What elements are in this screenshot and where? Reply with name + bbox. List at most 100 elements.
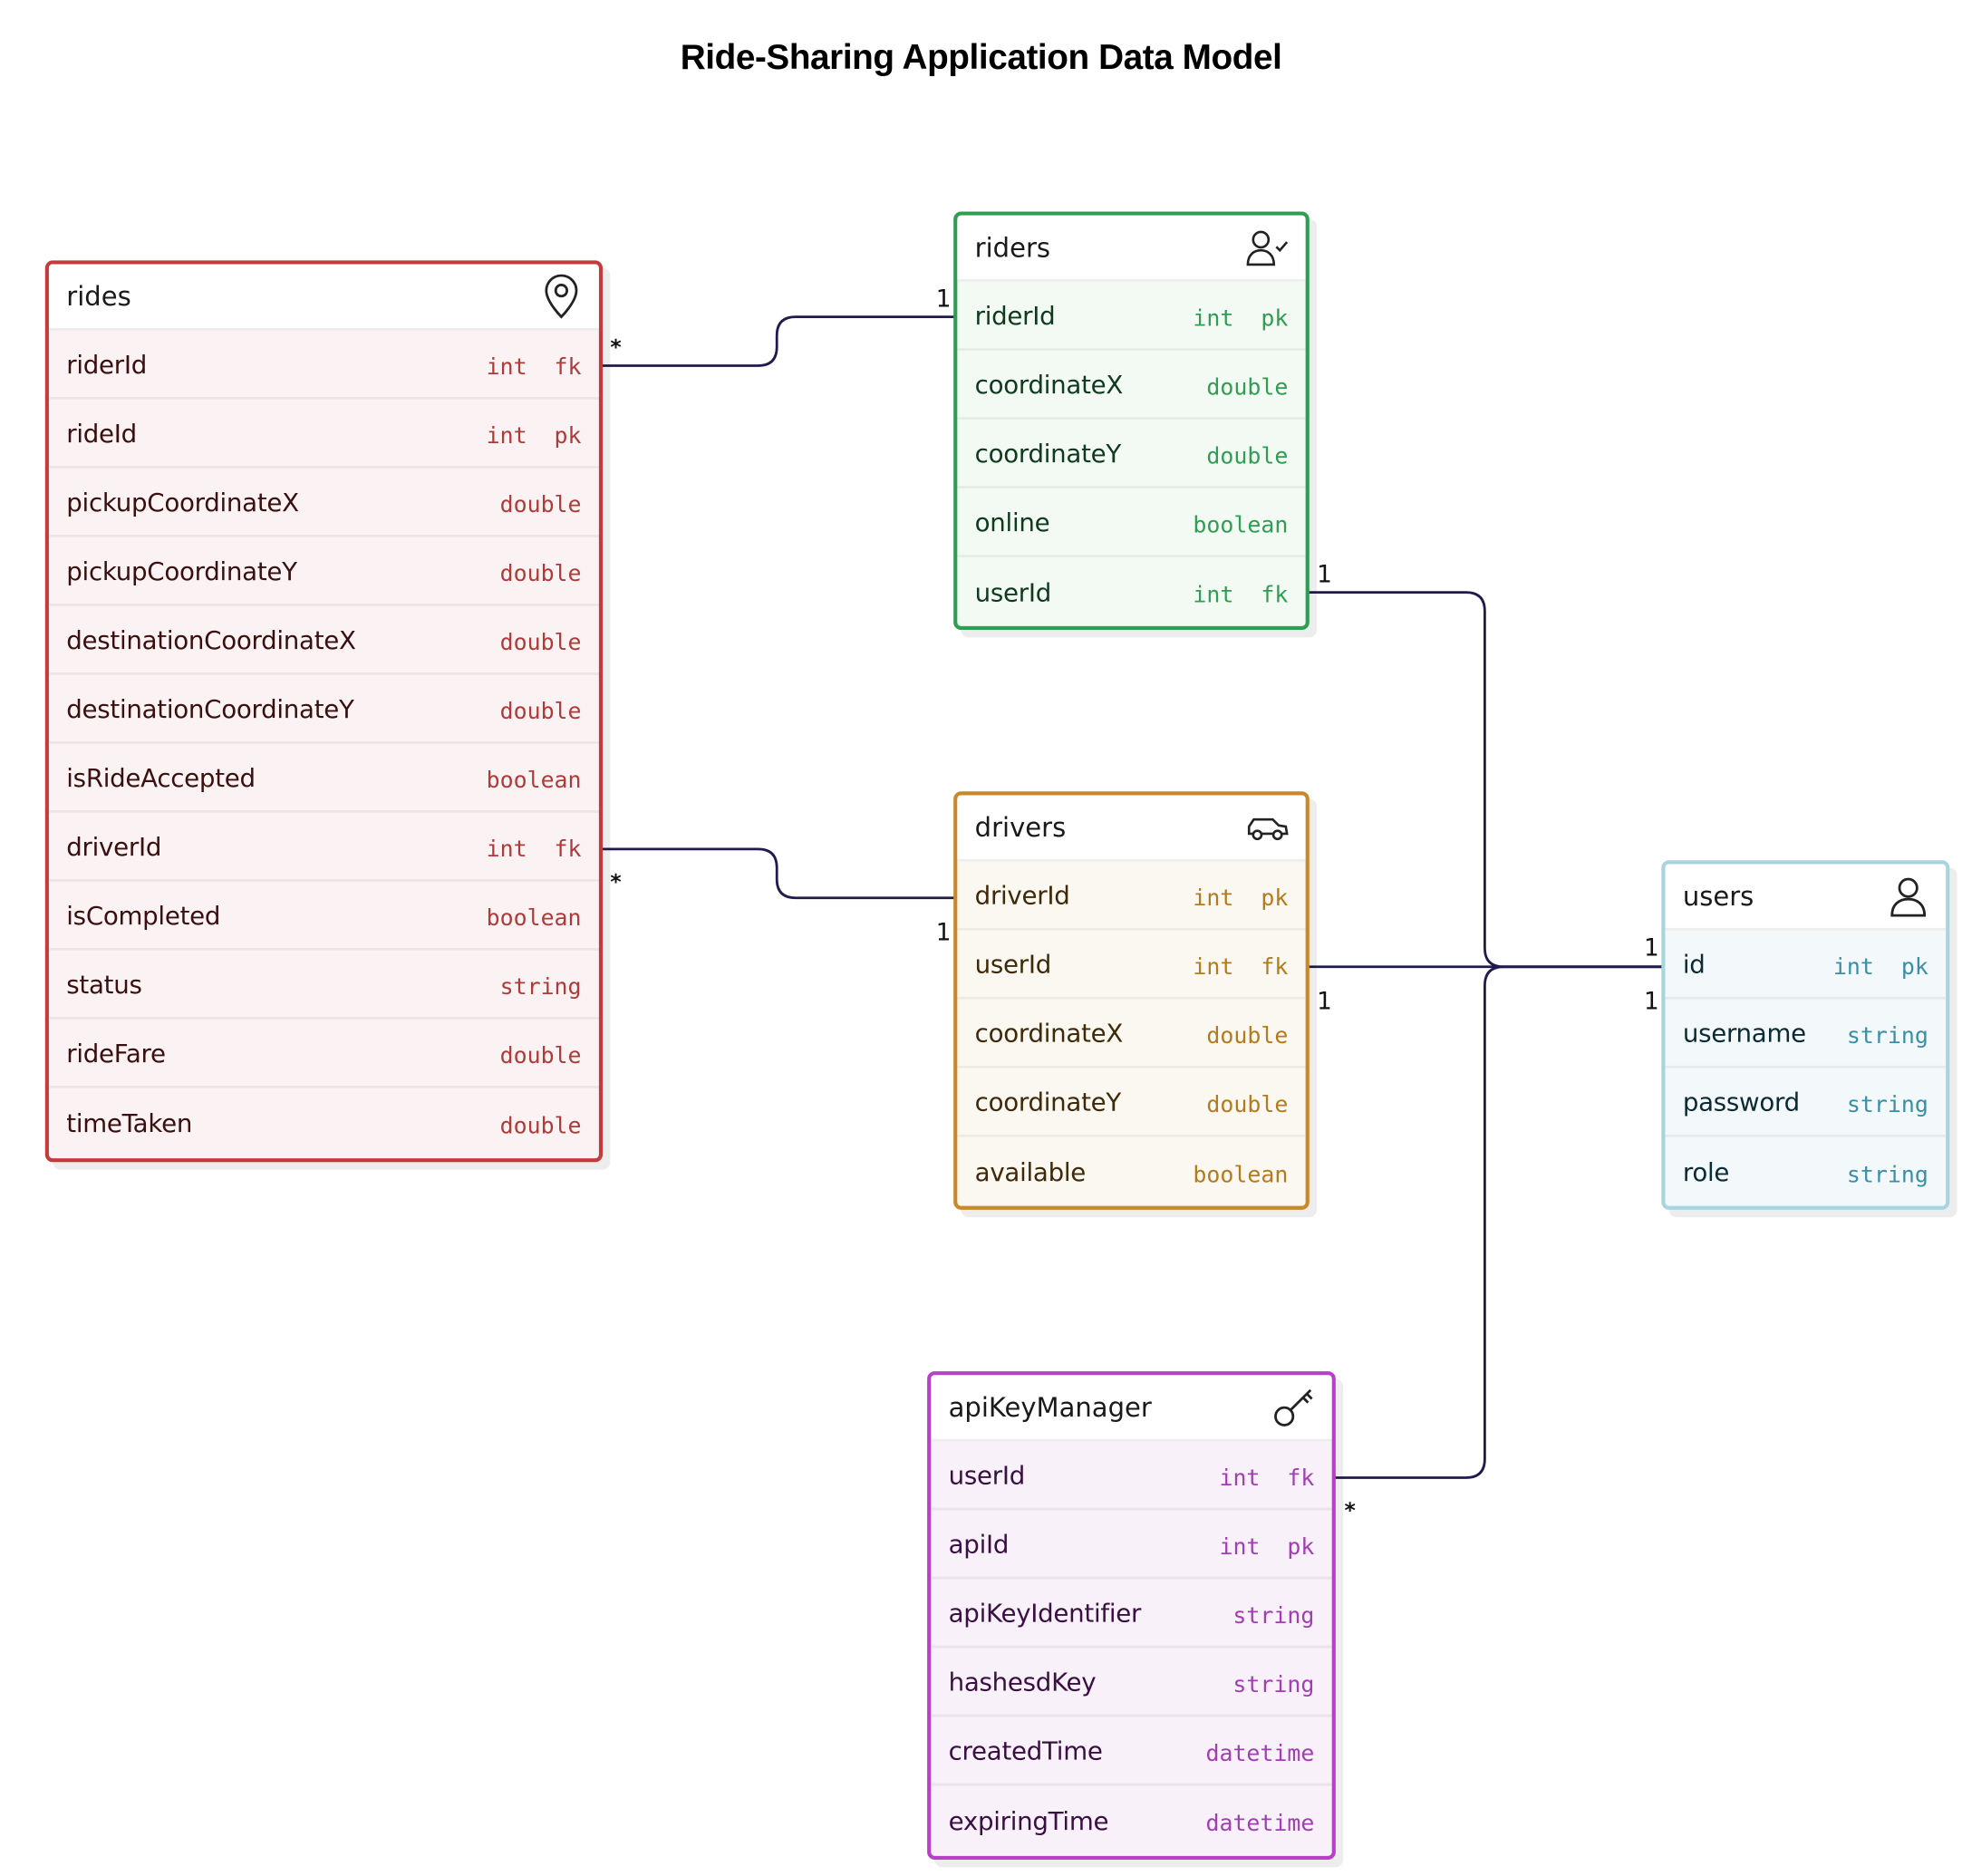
field-row[interactable]: coordinateY double bbox=[957, 1069, 1306, 1137]
field-type: boolean bbox=[1193, 1162, 1289, 1189]
link-apikey-users bbox=[1325, 965, 1671, 1479]
field-name: isRideAccepted bbox=[66, 761, 256, 792]
field-name: expiringTime bbox=[948, 1804, 1109, 1836]
field-name: createdTime bbox=[948, 1735, 1103, 1765]
cardinality-label: 1 bbox=[1643, 988, 1659, 1016]
field-name: rideId bbox=[66, 417, 137, 448]
field-type: string bbox=[1846, 1091, 1928, 1118]
cardinality-label: * bbox=[610, 870, 622, 895]
field-name: userId bbox=[974, 948, 1052, 979]
field-type: int pk bbox=[1193, 305, 1289, 333]
field-name: userId bbox=[974, 576, 1052, 607]
cardinality-label: 1 bbox=[1317, 561, 1332, 589]
field-name: destinationCoordinateX bbox=[66, 624, 356, 654]
field-row[interactable]: password string bbox=[1665, 1069, 1947, 1137]
field-name: coordinateY bbox=[974, 1086, 1122, 1117]
field-name: rideFare bbox=[66, 1037, 166, 1068]
cardinality-label: 1 bbox=[1643, 933, 1659, 962]
field-type: double bbox=[1206, 374, 1289, 401]
field-type: double bbox=[499, 1113, 582, 1140]
field-name: coordinateY bbox=[974, 437, 1122, 469]
field-name: driverId bbox=[66, 830, 162, 861]
cardinality-label: 1 bbox=[935, 919, 952, 947]
entity-name: rides bbox=[66, 281, 131, 312]
entity-header: rides bbox=[48, 264, 599, 331]
entity-header: users bbox=[1665, 864, 1947, 931]
field-row[interactable]: isCompleted boolean bbox=[48, 882, 599, 951]
field-name: apiId bbox=[948, 1528, 1010, 1559]
field-row[interactable]: coordinateX double bbox=[957, 1000, 1306, 1069]
cardinality-label: * bbox=[1344, 1499, 1356, 1524]
field-type: int fk bbox=[486, 836, 582, 864]
entity-name: drivers bbox=[974, 812, 1067, 843]
field-type: int pk bbox=[486, 423, 582, 450]
field-name: userId bbox=[948, 1459, 1026, 1490]
field-type: double bbox=[499, 699, 582, 726]
field-name: online bbox=[974, 506, 1050, 537]
field-type: double bbox=[499, 630, 582, 657]
field-type: boolean bbox=[486, 905, 582, 933]
field-name: password bbox=[1682, 1086, 1800, 1117]
field-name: username bbox=[1682, 1017, 1806, 1048]
field-row[interactable]: available boolean bbox=[957, 1137, 1305, 1206]
field-type: string bbox=[1846, 1162, 1928, 1189]
field-row[interactable]: pickupCoordinateX double bbox=[48, 469, 599, 537]
link-rides-drivers bbox=[591, 847, 962, 900]
field-type: double bbox=[1206, 1091, 1289, 1118]
field-type: int pk bbox=[1832, 953, 1928, 981]
field-type: int fk bbox=[1193, 582, 1289, 609]
field-row[interactable]: apiId int pk bbox=[931, 1510, 1332, 1580]
field-name: destinationCoordinateY bbox=[66, 692, 354, 723]
field-row[interactable]: driverId int fk bbox=[48, 813, 599, 882]
key-icon bbox=[1271, 1385, 1317, 1430]
cardinality-label: * bbox=[610, 335, 622, 361]
user-icon bbox=[1886, 874, 1931, 919]
field-name: coordinateX bbox=[974, 1017, 1124, 1048]
diagram-title: Ride-Sharing Application Data Model bbox=[680, 37, 1282, 77]
entity-name: riders bbox=[974, 232, 1051, 263]
field-type: string bbox=[1846, 1022, 1928, 1049]
field-row[interactable]: role string bbox=[1665, 1137, 1946, 1206]
field-row[interactable]: destinationCoordinateX double bbox=[48, 606, 599, 675]
field-type: int pk bbox=[1219, 1533, 1315, 1561]
cardinality-label: 1 bbox=[935, 285, 952, 314]
field-name: driverId bbox=[974, 879, 1070, 910]
user-check-icon bbox=[1245, 225, 1290, 270]
field-name: available bbox=[974, 1156, 1087, 1187]
field-type: double bbox=[499, 492, 582, 519]
field-name: isCompleted bbox=[66, 899, 221, 930]
field-name: riderId bbox=[66, 348, 148, 379]
field-type: double bbox=[1206, 1022, 1289, 1049]
field-row[interactable]: userId int fk bbox=[957, 557, 1305, 626]
field-name: pickupCoordinateX bbox=[66, 486, 299, 517]
field-name: role bbox=[1682, 1156, 1730, 1187]
field-row[interactable]: rideId int pk bbox=[48, 400, 599, 469]
field-row[interactable]: destinationCoordinateY double bbox=[48, 675, 599, 744]
map-pin-icon bbox=[539, 273, 585, 319]
field-row[interactable]: username string bbox=[1665, 1000, 1947, 1069]
